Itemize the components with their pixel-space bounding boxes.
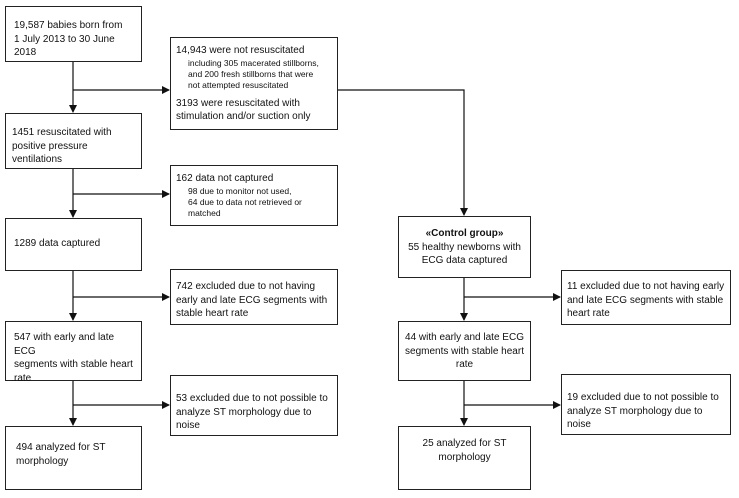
control-segments-box: 44 with early and late ECG segments with…	[398, 321, 531, 381]
births-box: 19,587 babies born from 1 July 2013 to 3…	[5, 6, 142, 62]
captured-box: 1289 data captured	[5, 218, 142, 271]
not-resuscitated-line1: 14,943 were not resuscitated	[176, 45, 305, 56]
control-group-title: «Control group»	[425, 228, 504, 239]
analyzed-line1: 494 analyzed for ST	[16, 442, 106, 453]
not-captured-sub1: 98 due to monitor not used,	[188, 185, 292, 196]
resuscitated-line1: 1451 resuscitated with	[12, 127, 112, 138]
resuscitated-box: 1451 resuscitated with positive pressure…	[5, 113, 142, 169]
control-segments-line3: rate	[455, 359, 474, 370]
not-captured-sub3: matched	[188, 207, 221, 218]
excluded-noise-line2: analyze ST morphology due to noise	[176, 406, 312, 432]
control-excluded-segments-line1: 11 excluded due to not having early	[567, 281, 725, 292]
excluded-noise-line1: 53 excluded due to not possible to	[176, 393, 328, 404]
not-resuscitated-sub2: and 200 fresh stillborns that were	[188, 68, 314, 79]
not-resuscitated-box: 14,943 were not resuscitated including 3…	[170, 37, 338, 130]
excluded-segments-line3: stable heart rate	[176, 308, 249, 319]
not-resuscitated-sub3: not attempted resuscitated	[188, 79, 289, 90]
control-excluded-segments-box: 11 excluded due to not having early and …	[561, 270, 731, 325]
excluded-segments-box: 742 excluded due to not having early and…	[170, 269, 338, 325]
resuscitated-line2: positive pressure ventilations	[12, 140, 88, 166]
captured-text: 1289 data captured	[14, 238, 101, 249]
excluded-segments-line1: 742 excluded due to not having	[176, 281, 315, 292]
control-segments-line1: 44 with early and late ECG	[405, 332, 524, 343]
analyzed-box: 494 analyzed for ST morphology	[5, 426, 142, 490]
control-group-line2: ECG data captured	[421, 255, 508, 266]
control-excluded-noise-box: 19 excluded due to not possible to analy…	[561, 374, 731, 435]
segments-box: 547 with early and late ECG segments wit…	[5, 321, 142, 384]
control-analyzed-box: 25 analyzed for ST morphology	[398, 426, 531, 490]
segments-line2: segments with stable heart	[14, 359, 133, 370]
stimulation-line1: 3193 were resuscitated with	[176, 97, 300, 109]
segments-line3: rate	[14, 372, 32, 384]
control-excluded-noise-line1: 19 excluded due to not possible to	[567, 392, 719, 403]
stimulation-line2: stimulation and/or suction only	[176, 111, 311, 123]
excluded-noise-box: 53 excluded due to not possible to analy…	[170, 375, 338, 436]
control-excluded-segments-line3: heart rate	[567, 308, 610, 319]
control-excluded-segments-line2: and late ECG segments with stable	[567, 294, 724, 306]
not-resuscitated-sub1: including 305 macerated stillborns,	[188, 57, 319, 68]
births-line1: 19,587 babies born from	[14, 20, 123, 31]
control-analyzed-line2: morphology	[438, 451, 491, 463]
not-captured-box: 162 data not captured 98 due to monitor …	[170, 165, 338, 226]
arrow-to-control-group	[338, 89, 468, 216]
births-line2: 1 July 2013 to 30 June 2018	[14, 33, 115, 59]
control-segments-line2: segments with stable heart	[405, 345, 524, 357]
analyzed-line2: morphology	[16, 455, 69, 467]
not-captured-line1: 162 data not captured	[176, 173, 274, 184]
control-group-box: «Control group» 55 healthy newborns with…	[398, 216, 531, 278]
control-analyzed-line1: 25 analyzed for ST	[422, 438, 507, 449]
segments-line1: 547 with early and late ECG	[14, 332, 115, 357]
control-group-line1: 55 healthy newborns with	[408, 241, 521, 253]
excluded-segments-line2: early and late ECG segments with	[176, 294, 328, 306]
control-excluded-noise-line2: analyze ST morphology due to noise	[567, 405, 703, 431]
not-captured-sub2: 64 due to data not retrieved or	[188, 196, 302, 207]
